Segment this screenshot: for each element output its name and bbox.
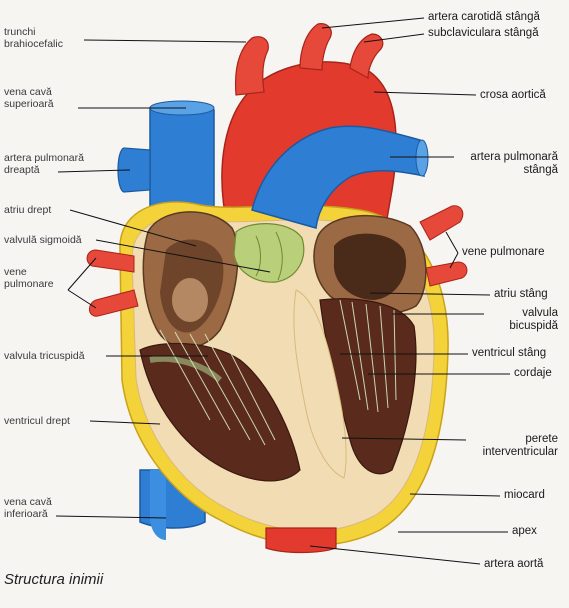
- label-right-pulmonary-artery: artera pulmonară dreaptă: [4, 152, 84, 176]
- label-left-atrium: atriu stâng: [494, 288, 548, 300]
- label-inferior-vena-cava: vena cavă inferioară: [4, 496, 52, 520]
- pulmonary-veins-right: [419, 205, 464, 241]
- label-left-ventricle: ventricul stâng: [472, 347, 547, 359]
- label-pulmonary-veins-left: vene pulmonare: [4, 266, 54, 290]
- label-aorta: artera aortă: [484, 558, 544, 570]
- label-myocardium: miocard: [504, 489, 545, 501]
- label-pulmonary-veins-right: vene pulmonare: [462, 246, 545, 258]
- label-tricuspid-valve: valvula tricuspidă: [4, 350, 85, 362]
- label-superior-vena-cava: vena cavă superioară: [4, 86, 54, 110]
- figure-caption: Structura inimii: [4, 571, 104, 588]
- tricuspid-chordae: [159, 329, 276, 446]
- descending-aorta: [265, 527, 337, 554]
- label-apex: apex: [512, 525, 537, 537]
- pulmonary-veins-left: [86, 249, 135, 273]
- label-interventricular-septum: perete interventricular: [482, 433, 558, 458]
- bicuspid-chordae: [339, 299, 397, 413]
- label-bicuspid-valve: valvula bicuspidă: [509, 307, 558, 332]
- label-brachiocephalic-trunk: trunchi brahiocefalic: [4, 26, 63, 50]
- label-right-ventricle: ventricul drept: [4, 415, 70, 427]
- left-carotid-artery: [299, 23, 332, 71]
- leader-lines: [55, 17, 510, 565]
- brachiocephalic-trunk: [234, 36, 269, 96]
- label-aortic-arch: crosa aortică: [480, 89, 546, 101]
- label-left-carotid-artery: artera carotidă stângă: [428, 11, 540, 23]
- label-left-subclavian-artery: subclaviculara stângă: [428, 27, 539, 39]
- semilunar-valve: [233, 223, 305, 283]
- label-right-atrium: atriu drept: [4, 204, 52, 216]
- label-chordae: cordaje: [514, 367, 552, 379]
- right-pulmonary-artery: [117, 147, 151, 193]
- label-semilunar-valve: valvulă sigmoidă: [4, 234, 82, 246]
- pulmonary-trunk: [251, 125, 425, 229]
- interventricular-septum: [293, 289, 347, 479]
- label-left-pulmonary-artery: artera pulmonară stângă: [470, 151, 558, 176]
- left-subclavian-artery: [349, 33, 384, 80]
